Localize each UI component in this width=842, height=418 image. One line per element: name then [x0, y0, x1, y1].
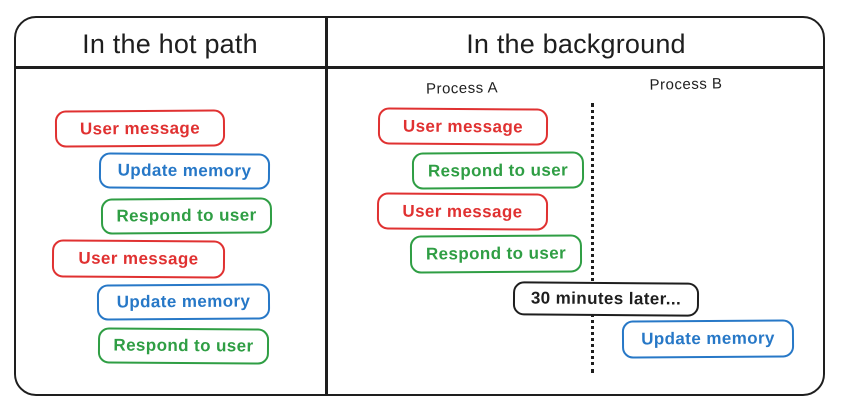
header-separator-line — [14, 66, 825, 69]
background-step-user-message-2: User message — [376, 192, 549, 231]
background-step-user-message-1: User message — [377, 107, 549, 146]
background-panel-title: In the background — [466, 29, 686, 59]
background-step-respond-to-user-1: Respond to user — [411, 151, 585, 190]
hotpath-step-user-message-2: User message — [51, 239, 226, 279]
hotpath-step-update-memory-1: Update memory — [98, 152, 271, 190]
hotpath-step-user-message-1: User message — [54, 109, 226, 148]
hotpath-step-respond-to-user-2: Respond to user — [97, 327, 270, 365]
hotpath-step-update-memory-2: Update memory — [96, 283, 271, 321]
background-step-respond-to-user-2: Respond to user — [409, 234, 583, 274]
process-divider-dotted-line — [591, 103, 594, 373]
hot-path-panel-title: In the hot path — [82, 29, 258, 59]
background-step-update-memory: Update memory — [621, 319, 795, 359]
process-a-label: Process A — [425, 79, 499, 98]
panel-divider-line — [325, 16, 328, 396]
hotpath-step-respond-to-user-1: Respond to user — [100, 197, 273, 235]
process-b-label: Process B — [649, 75, 723, 94]
interlude-30-minutes-later-badge: 30 minutes later... — [512, 281, 700, 317]
